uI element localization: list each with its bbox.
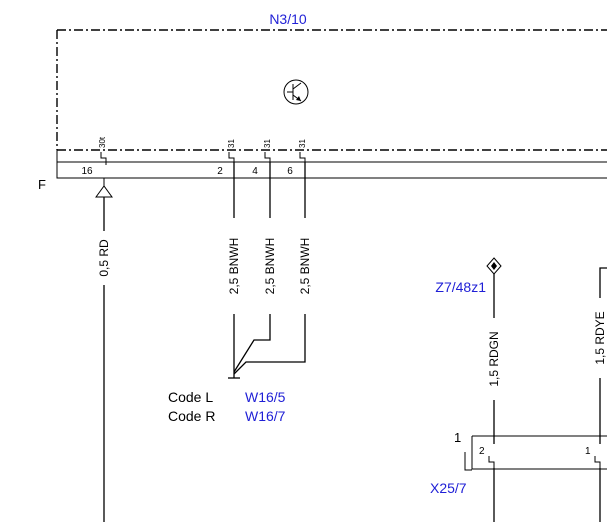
wire-label: 2,5 BNWH xyxy=(227,238,241,295)
wire-2-5-bnwh-pin2: 2,5 BNWH xyxy=(227,162,241,378)
connector-row-label: F xyxy=(38,177,46,192)
pin-terminal: 31 xyxy=(298,139,307,148)
ground-point: Z7/48z1 xyxy=(435,257,502,295)
code-name: Code L xyxy=(168,389,213,405)
pin-terminal: 31 xyxy=(263,139,272,148)
connector-pin: 1 xyxy=(585,446,591,457)
code-name: Code R xyxy=(168,408,215,424)
connector-row: F xyxy=(38,150,607,192)
pin-2: 2 31 xyxy=(217,139,236,177)
wire-1-5-rdye: 1,5 RDYE xyxy=(593,267,607,522)
pin-16: 16 30t xyxy=(81,136,113,198)
wire-0-5-rd: 0,5 RD xyxy=(97,197,111,522)
pin-number: 16 xyxy=(81,166,93,177)
ground-ref-label: W16/7 xyxy=(245,408,286,424)
ground-ref-label: W16/5 xyxy=(245,389,286,405)
wire-label: 1,5 RDGN xyxy=(487,331,501,386)
pin-terminal: 30t xyxy=(98,136,107,148)
wire-label: 2,5 BNWH xyxy=(298,238,312,295)
pin-number: 2 xyxy=(217,166,223,177)
ecu-label: N3/10 xyxy=(269,11,307,27)
pin-number: 6 xyxy=(287,166,293,177)
pin-6: 6 31 xyxy=(287,139,307,177)
wire-2-5-bnwh-pin6: 2,5 BNWH xyxy=(233,162,312,375)
transistor-icon xyxy=(283,79,309,105)
wire-label: 1,5 RDYE xyxy=(593,311,607,364)
ecu-housing: N3/10 xyxy=(56,11,607,151)
pin-4: 4 31 xyxy=(252,139,272,177)
wire-1-5-rdgn: 1,5 RDGN xyxy=(487,274,501,522)
wire-label: 2,5 BNWH xyxy=(263,238,277,295)
connector-pin: 2 xyxy=(479,446,485,457)
wire-2-5-bnwh-pin4: 2,5 BNWH xyxy=(233,162,277,373)
code-list: Code L W16/5 Code R W16/7 xyxy=(168,389,286,424)
pin-terminal: 31 xyxy=(227,139,236,148)
connector-label: X25/7 xyxy=(430,480,467,496)
connector-x25-7: 1 2 1 X25/7 xyxy=(430,430,607,496)
connector-side-pin: 1 xyxy=(454,430,461,445)
wire-label: 0,5 RD xyxy=(97,239,111,277)
pin-number: 4 xyxy=(252,166,258,177)
ground-point-label: Z7/48z1 xyxy=(435,279,486,295)
